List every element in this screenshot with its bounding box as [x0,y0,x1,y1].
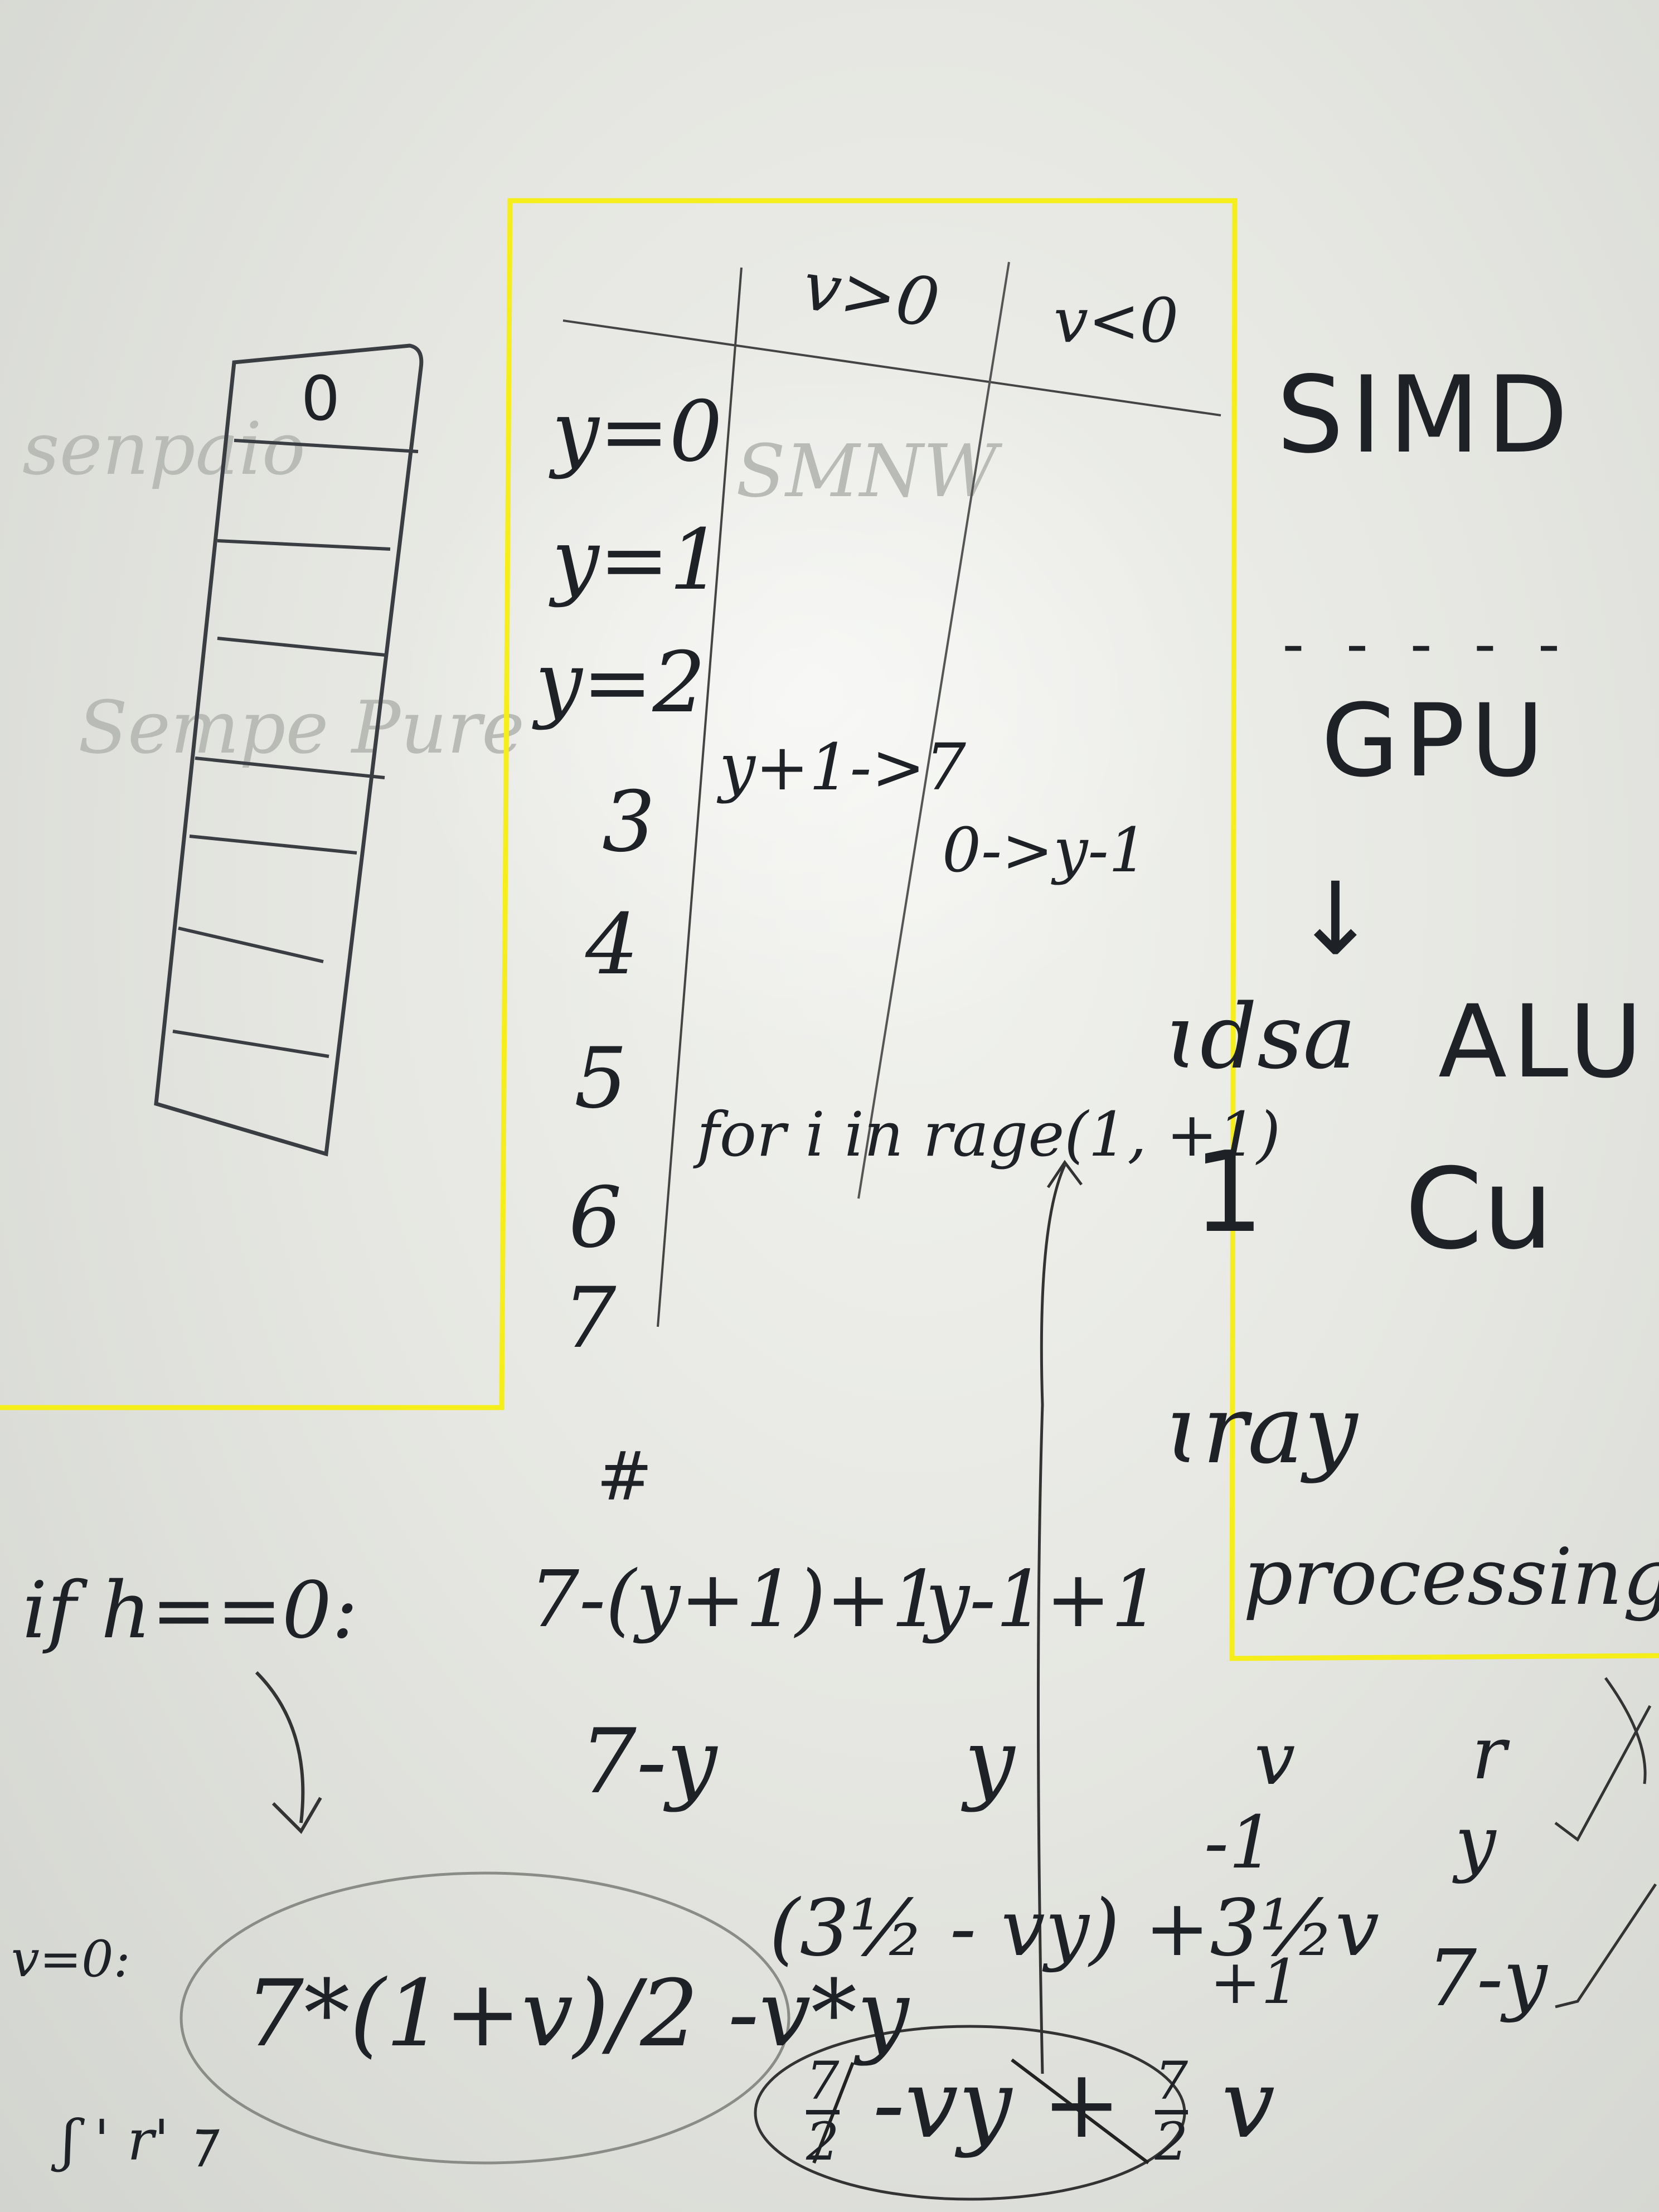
hash-mark: # [596,1438,653,1516]
fraction-bar [806,2109,840,2114]
reduced-struck-numerator: 7 [1154,2051,1189,2112]
row-label-4: 4 [585,896,639,993]
condition-text: if h==0: [22,1565,358,1656]
row-label-0: y=0 [552,384,722,481]
header-v-negative: v<0 [1054,285,1179,356]
checkmark-2 [1555,1883,1657,2009]
fraction-bar [1154,2109,1189,2114]
count-v-negative: y-1+1 [925,1554,1161,1645]
reduced-tail: v [1221,2049,1275,2160]
simplified-v-positive: 7-y [580,1709,717,1813]
row-label-1: y=1 [552,512,722,609]
simplified-v-negative: y [964,1709,1015,1813]
ghost-text-1: senpaio [22,406,305,491]
row-label-5: 5 [574,1030,628,1127]
mapping-v-row1: -1 [1204,1800,1275,1885]
note-simd: SIMD [1277,353,1575,477]
bottom-scribble: ʃ ' r' ⁊ [61,2108,215,2173]
reduced-numerator: 7 [806,2051,840,2112]
reduced-struck-denominator: 2 [1154,2111,1189,2172]
mapping-r-row2: 7-y [1427,1933,1548,2024]
note-gpu: GPU [1321,683,1550,799]
mapping-r-header: r [1472,1711,1507,1796]
checkmark-tail [1604,1677,1647,1784]
note-one: 1 [1193,1128,1264,1258]
stack-cell-line [178,926,324,963]
row-label-7: 7 [563,1270,617,1367]
main-formula: 7*(1+v)/2 -v*y [245,1960,909,2067]
checkmark-1 [1554,1705,1652,1842]
stack-cell-line [189,835,357,855]
note-processing: processing [1243,1532,1659,1623]
stack-cell-line [217,637,385,657]
row-label-3: 3 [602,774,656,871]
ghost-text-2: Sempe Pure [78,685,525,770]
reduced-rest: -vy + [872,2049,1122,2160]
reduced-denominator: 2 [806,2111,840,2172]
mapping-v-header: v [1254,1716,1296,1801]
range-v-negative: 0->y-1 [942,814,1148,886]
range-v-positive: y+1->7 [719,730,966,805]
expanded-formula: (3½ - vy) +3½v [769,1883,1380,1974]
ghost-text-3: SMNW [736,429,998,513]
count-v-positive: 7-(y+1)+1 [530,1554,941,1645]
reduced-struck-fraction: 7 2 [1154,2051,1189,2172]
down-arrow-head [271,1797,322,1834]
v-zero-label: v=0: [11,1930,130,1988]
stack-top-value: 0 [301,363,340,434]
note-arrow: ↓ [1293,861,1377,978]
note-isa: ɩdsa [1165,984,1356,1089]
header-v-positive: v>0 [798,247,944,343]
note-cu: Cu [1405,1144,1554,1274]
mapping-v-row2: +1 [1210,1946,1301,2017]
row-label-6: 6 [569,1170,622,1267]
stack-cell-line [217,539,391,551]
note-array: ɩray [1165,1375,1358,1485]
note-alu: ALU [1438,984,1648,1100]
reduced-formula: 7 2 -vy + 7 2 v [803,2051,1275,2172]
stack-cell-line [172,1030,329,1058]
row-label-2: y=2 [535,634,706,731]
loop-code: for i in rage(1, +1) [697,1099,1281,1170]
down-arrow-curve [255,1671,305,1823]
mapping-r-row1: y [1455,1800,1496,1885]
note-dashes: - - - - - [1282,608,1571,680]
reduced-fraction: 7 2 [806,2051,840,2172]
